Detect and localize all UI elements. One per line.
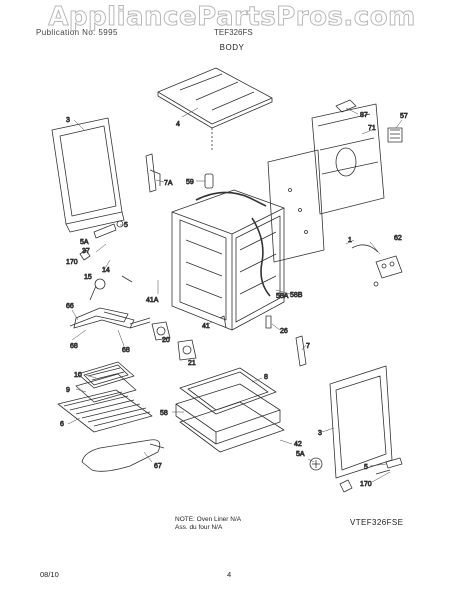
label-58: 58 — [160, 410, 168, 417]
label-21: 21 — [188, 360, 196, 367]
top-panel — [157, 67, 273, 150]
door-latch — [351, 244, 403, 287]
page-number: 4 — [227, 570, 232, 579]
footer-date: 08/10 — [40, 570, 59, 579]
callout-labels: 3 4 87 57 71 7A 59 5 5A 37 170 15 14 1 6… — [60, 112, 409, 489]
label-62: 62 — [394, 235, 402, 242]
label-67: 67 — [154, 463, 162, 470]
right-hinge — [219, 315, 307, 367]
leader-lines — [67, 107, 403, 483]
label-8: 8 — [264, 374, 268, 381]
label-3-left: 3 — [66, 117, 70, 124]
label-68-right: 68 — [122, 347, 130, 354]
oven-body — [171, 189, 285, 331]
left-leg-parts — [79, 220, 124, 261]
label-14: 14 — [102, 267, 110, 274]
note-line-1: NOTE: Oven Liner N/A — [175, 516, 242, 523]
label-68-left: 68 — [70, 343, 78, 350]
label-6: 6 — [60, 421, 64, 428]
label-4: 4 — [176, 121, 180, 128]
label-7a: 7A — [164, 180, 173, 187]
note-line-2: Ass. du four N/A — [175, 524, 223, 531]
bake-element — [69, 307, 151, 329]
label-170-right: 170 — [360, 481, 372, 488]
model-header: TEF326FS — [214, 28, 253, 37]
oven-rack — [57, 389, 153, 433]
label-66: 66 — [66, 303, 74, 310]
label-9: 9 — [66, 387, 70, 394]
label-10: 10 — [74, 372, 82, 379]
label-5-left: 5 — [124, 222, 128, 229]
label-5a-right: 5A — [296, 451, 305, 458]
label-58a: 58A — [276, 293, 289, 300]
hinge-7a — [145, 153, 214, 193]
right-leg-parts — [309, 457, 403, 493]
label-15: 15 — [84, 274, 92, 281]
label-7: 7 — [306, 343, 310, 350]
rear-wall — [267, 149, 325, 263]
right-side-panel — [329, 365, 393, 479]
label-58b: 58B — [290, 292, 303, 299]
label-26: 26 — [280, 328, 288, 335]
label-170-left: 170 — [66, 259, 78, 266]
left-side-panel — [51, 117, 125, 233]
label-41: 41 — [202, 323, 210, 330]
publication-number: Publication No. 5995 — [36, 28, 118, 37]
label-5a-left: 5A — [80, 239, 89, 246]
sensor-parts — [89, 275, 133, 301]
label-3-right: 3 — [318, 430, 322, 437]
label-20: 20 — [162, 337, 170, 344]
back-panel — [311, 99, 403, 215]
fan-parts — [151, 321, 197, 361]
model-number: VTEF326FSE — [350, 518, 404, 527]
label-37: 37 — [82, 248, 90, 255]
label-41a: 41A — [146, 297, 159, 304]
label-1: 1 — [348, 237, 352, 244]
label-5-right: 5 — [364, 464, 368, 471]
section-title: BODY — [219, 43, 245, 52]
label-71: 71 — [368, 125, 376, 132]
broil-element — [81, 439, 165, 472]
oven-door — [175, 367, 285, 453]
label-59: 59 — [186, 179, 194, 186]
label-42: 42 — [294, 441, 302, 448]
label-87: 87 — [360, 112, 368, 119]
oven-liner-note: NOTE: Oven Liner N/A Ass. du four N/A — [175, 516, 241, 532]
label-57: 57 — [400, 113, 408, 120]
